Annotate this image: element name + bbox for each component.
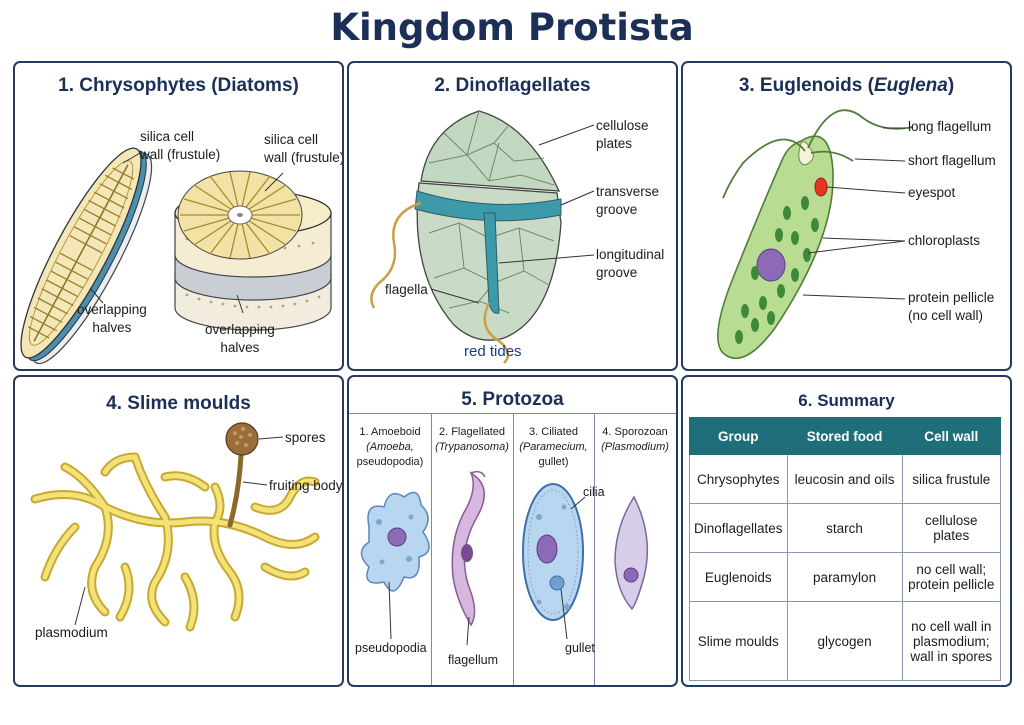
protozoa-col-divider-3	[594, 413, 595, 685]
summary-table: Group Stored food Cell wall Chrysophytes…	[689, 417, 1002, 681]
panel-title-summary: 6. Summary	[798, 391, 895, 410]
cell-group: Euglenoids	[689, 552, 788, 602]
protozoa-head-ciliated: 3. Ciliated(Paramecium,gullet)	[519, 426, 588, 468]
panel-title-chrysophytes: 1. Chrysophytes (Diatoms)	[58, 75, 299, 96]
label-long-flagellum: long flagellum	[908, 119, 992, 134]
protozoa-head-amoeboid: 1. Amoeboid(Amoeba,pseudopodia)	[356, 426, 424, 468]
table-row: Dinoflagellates starch cellulose plates	[689, 503, 1002, 553]
plasmodium-sporozoan	[614, 495, 649, 611]
panel-euglenoids: 3. Euglenoids (Euglena) long flagellum s…	[681, 61, 1012, 371]
protozoa-head-flagellated: 2. Flagellated(Trypanosoma)	[435, 426, 509, 453]
panel-title-euglenoids: 3. Euglenoids (Euglena)	[738, 75, 955, 96]
protozoa-illustration	[360, 470, 649, 646]
cell-wall: no cell wall;protein pellicle	[901, 552, 1002, 602]
cell-food: leucosin and oils	[786, 454, 903, 504]
table-row: Chrysophytes leucosin and oils silica fr…	[689, 454, 1002, 504]
label-gullet: gullet	[565, 641, 595, 655]
panel-slime-moulds: 4. Slime moulds	[13, 375, 344, 687]
summary-header-row: Group Stored food Cell wall	[689, 417, 1002, 455]
header-stored-food: Stored food	[786, 417, 903, 455]
label-chloroplasts: chloroplasts	[908, 233, 981, 248]
trypanosoma	[451, 471, 485, 627]
cell-group: Slime moulds	[689, 601, 788, 681]
cell-food: paramylon	[786, 552, 903, 602]
protozoa-head-sporozoan: 4. Sporozoan(Plasmodium)	[601, 426, 669, 453]
dinoflagellate-illustration	[370, 110, 595, 364]
label-red-tides: red tides	[464, 343, 522, 360]
cell-wall: cellulose plates	[901, 503, 1002, 553]
label-spores: spores	[285, 430, 326, 445]
label-short-flagellum: short flagellum	[908, 153, 996, 168]
panel-summary: 6. Summary Group Stored food Cell wall C…	[681, 375, 1012, 687]
table-row: Euglenoids paramylon no cell wall;protei…	[689, 552, 1002, 602]
page-title: Kingdom Protista	[330, 6, 694, 49]
label-flagellum: flagellum	[448, 653, 499, 667]
spore-head	[225, 422, 259, 456]
header-group: Group	[689, 417, 788, 455]
cell-food: glycogen	[786, 601, 903, 681]
cell-food: starch	[786, 503, 903, 553]
protozoa-divider	[349, 413, 676, 414]
label-eyespot: eyespot	[908, 185, 956, 200]
slime-mould-illustration	[30, 422, 320, 632]
centric-diatom	[174, 170, 332, 331]
label-flagella: flagella	[385, 282, 428, 297]
label-plasmodium: plasmodium	[35, 625, 108, 640]
panel-chrysophytes: 1. Chrysophytes (Diatoms)	[13, 61, 344, 371]
panel-protozoa: 5. Protozoa 1. Amoeboid(Amoeba,pseudopod…	[347, 375, 678, 687]
header-cell-wall: Cell wall	[901, 417, 1002, 455]
panel-title-protozoa: 5. Protozoa	[461, 389, 564, 410]
label-cilia: cilia	[583, 485, 605, 499]
cell-group: Dinoflagellates	[689, 503, 788, 553]
panel-title-slime-moulds: 4. Slime moulds	[106, 393, 251, 414]
protozoa-col-divider-1	[431, 413, 432, 685]
label-fruiting-body: fruiting body	[269, 478, 343, 493]
cell-wall: silica frustule	[901, 454, 1002, 504]
pennate-diatom	[20, 147, 153, 365]
euglena-illustration	[717, 109, 914, 360]
label-pseudopodia: pseudopodia	[355, 641, 427, 655]
protozoa-col-divider-2	[513, 413, 514, 685]
diatom-illustration	[20, 147, 332, 365]
cell-group: Chrysophytes	[689, 454, 788, 504]
panel-title-dinoflagellates: 2. Dinoflagellates	[434, 75, 591, 96]
label-protein-pellicle: protein pellicle(no cell wall)	[908, 290, 995, 323]
